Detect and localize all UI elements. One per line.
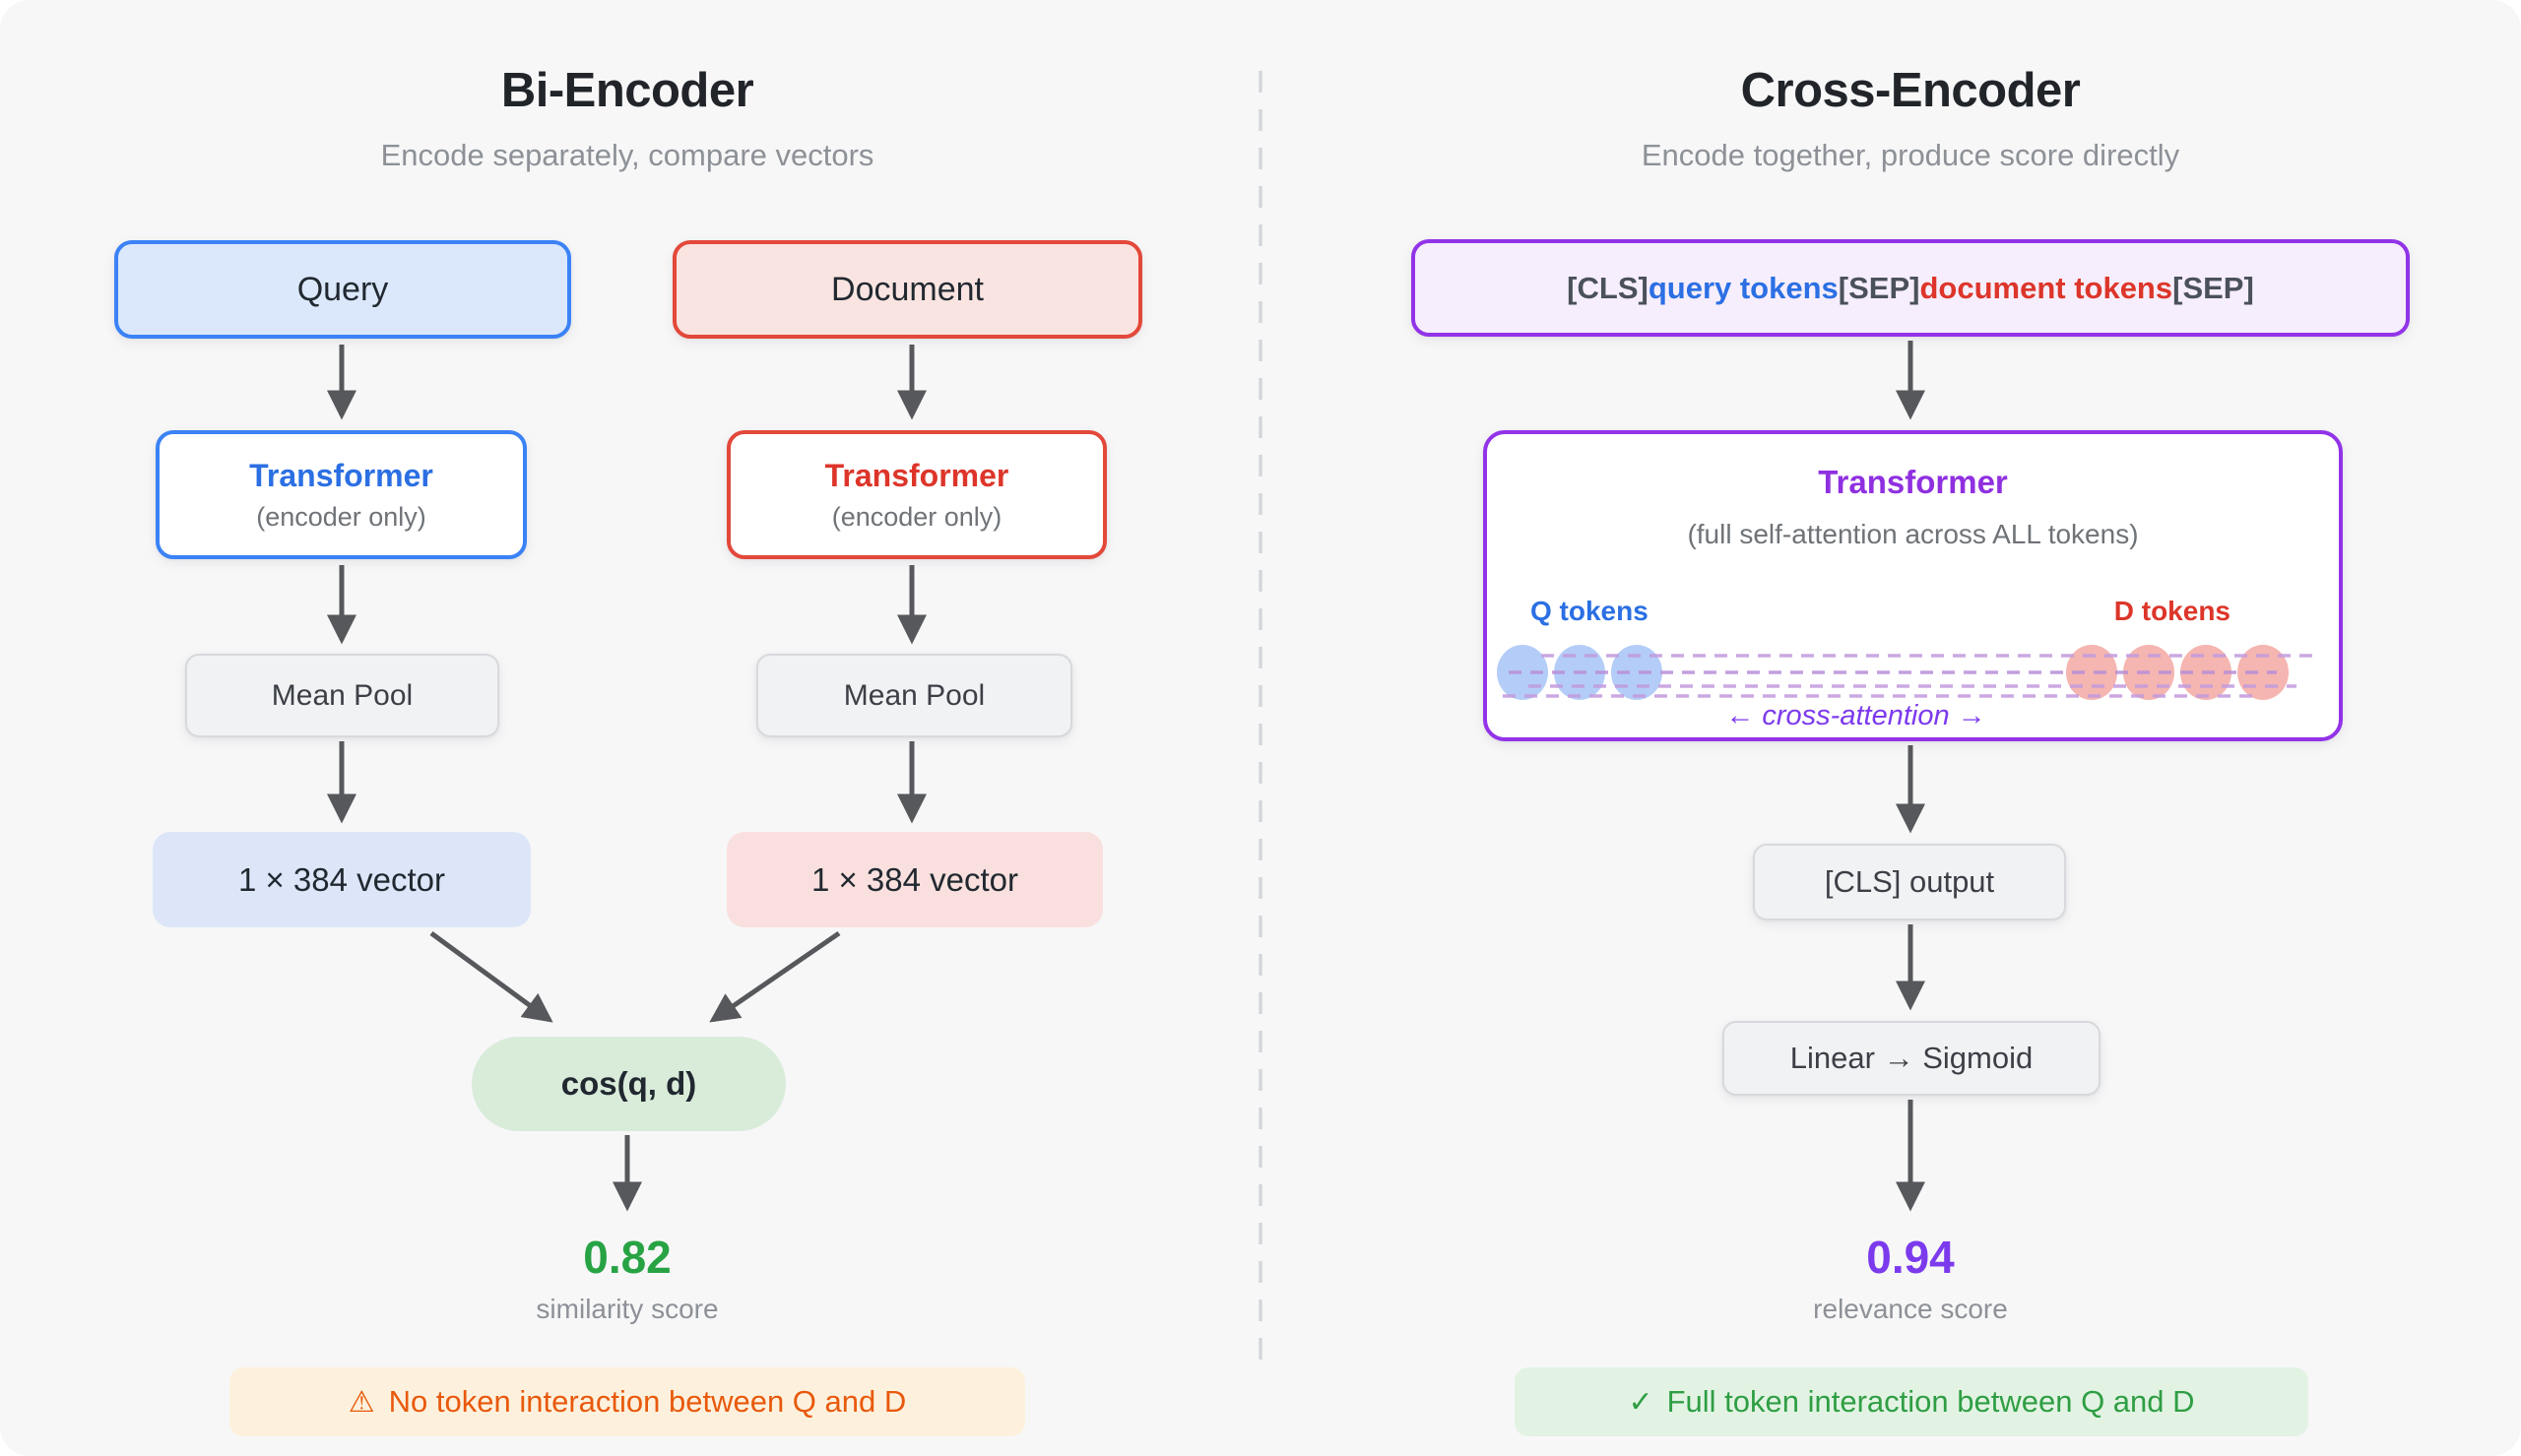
query-vector-box: 1 × 384 vector: [153, 832, 531, 927]
full-interaction-badge: ✓ Full token interaction between Q and D: [1515, 1367, 2308, 1436]
similarity-score-caption: similarity score: [536, 1294, 719, 1324]
d-token-circle: [2180, 645, 2231, 700]
query-box: Query: [114, 240, 571, 339]
relevance-score-value: 0.94: [1866, 1232, 1955, 1283]
linear-sigmoid-box: Linear → Sigmoid: [1722, 1021, 2101, 1096]
no-interaction-badge: ⚠ No token interaction between Q and D: [229, 1367, 1025, 1436]
transformer-query-label: Transformer: [249, 457, 433, 493]
mean-pool-query-label: Mean Pool: [271, 678, 414, 712]
cross-transformer-note: (full self-attention across ALL tokens): [1687, 519, 2139, 549]
cosine-label: cos(q, d): [560, 1065, 697, 1102]
cls-output-box: [CLS] output: [1753, 844, 2066, 920]
sep-token-1: [SEP]: [1838, 270, 1920, 305]
warning-icon: ⚠: [348, 1385, 375, 1419]
similarity-score-value: 0.82: [583, 1232, 672, 1283]
transformer-query-box: Transformer (encoder only): [156, 430, 527, 559]
cross-transformer-box: Transformer (full self-attention across …: [1483, 430, 2343, 741]
cosine-box: cos(q, d): [472, 1037, 786, 1131]
document-label: Document: [831, 270, 984, 308]
document-vector-box: 1 × 384 vector: [727, 832, 1103, 927]
check-icon: ✓: [1628, 1385, 1653, 1419]
q-token-circle: [1497, 645, 1548, 700]
mean-pool-document-box: Mean Pool: [756, 654, 1072, 737]
cross-attention-label: ← cross-attention →: [1725, 700, 1986, 731]
query-label: Query: [296, 270, 389, 308]
cls-token: [CLS]: [1567, 270, 1648, 305]
full-interaction-badge-text: Full token interaction between Q and D: [1666, 1384, 2195, 1419]
query-vector-label: 1 × 384 vector: [237, 860, 446, 898]
d-tokens-label: D tokens: [2113, 596, 2230, 626]
no-interaction-badge-text: No token interaction between Q and D: [388, 1384, 907, 1419]
relevance-score-caption: relevance score: [1813, 1294, 2008, 1324]
document-tokens-segment: document tokens: [1919, 270, 2173, 305]
linear-sigmoid-label: Linear → Sigmoid: [1789, 1041, 2034, 1075]
input-sequence-box: [CLS]query tokens[SEP]document tokens[SE…: [1411, 239, 2410, 337]
bi-encoder-title: Bi-Encoder: [500, 64, 754, 117]
document-box: Document: [673, 240, 1142, 339]
document-vector-label: 1 × 384 vector: [810, 860, 1019, 898]
cross-encoder-title: Cross-Encoder: [1740, 64, 2081, 117]
q-token-circles: [1497, 645, 1662, 700]
transformer-document-label: Transformer: [824, 457, 1009, 493]
q-token-circle: [1554, 645, 1605, 700]
q-token-circle: [1611, 645, 1662, 700]
mean-pool-document-label: Mean Pool: [843, 678, 986, 712]
d-token-circle: [2123, 645, 2174, 700]
sep-token-2: [SEP]: [2172, 270, 2254, 305]
bi-encoder-subtitle: Encode separately, compare vectors: [380, 138, 874, 172]
q-tokens-label: Q tokens: [1530, 596, 1648, 626]
transformer-document-note: (encoder only): [831, 501, 1002, 532]
transformer-query-note: (encoder only): [256, 501, 426, 532]
cross-transformer-label: Transformer: [1818, 464, 2008, 500]
mean-pool-query-box: Mean Pool: [185, 654, 499, 737]
d-token-circle: [2237, 645, 2289, 700]
query-tokens-segment: query tokens: [1648, 270, 1839, 305]
cls-output-label: [CLS] output: [1824, 864, 1995, 899]
d-token-circles: [2066, 645, 2289, 700]
d-token-circle: [2066, 645, 2117, 700]
transformer-document-box: Transformer (encoder only): [727, 430, 1107, 559]
cross-encoder-subtitle: Encode together, produce score directly: [1641, 138, 2180, 172]
